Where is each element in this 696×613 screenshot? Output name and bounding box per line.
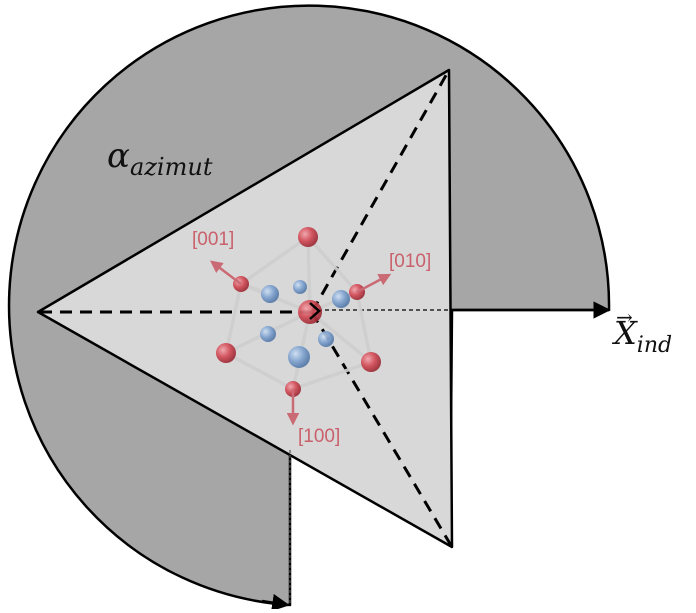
- axis-label: Xind: [611, 314, 672, 358]
- indenter-triangle: [36, 68, 454, 549]
- red-atoms: [216, 227, 381, 397]
- label-001: [001]: [192, 229, 234, 250]
- azimuth-label: αazimut: [107, 136, 213, 181]
- red-atom-center: [298, 300, 322, 324]
- azimuth-arc-arrow: [261, 593, 290, 612]
- dashed-edges: [38, 69, 454, 548]
- center-chevron: [309, 302, 321, 320]
- azimuth-subscript: azimut: [130, 153, 213, 181]
- red-atom: [361, 352, 381, 372]
- red-atom: [216, 343, 236, 363]
- blue-atom: [261, 285, 279, 303]
- label-010: [010]: [389, 251, 431, 272]
- direction-arrows: [210, 260, 392, 426]
- blue-atom: [260, 326, 276, 342]
- dashed-line-bottom: [310, 311, 454, 548]
- axis-symbol: X: [611, 314, 638, 352]
- red-atom: [298, 227, 318, 247]
- dashed-line-top: [310, 69, 451, 313]
- blue-atom: [332, 290, 350, 308]
- axis-arrow-accent: →: [616, 305, 633, 329]
- blue-atom: [288, 346, 310, 368]
- blue-atom: [318, 331, 334, 347]
- axis-subscript: ind: [637, 333, 672, 358]
- blue-atoms: [260, 280, 350, 368]
- arrow-010: [356, 273, 392, 294]
- arrow-001: [210, 260, 242, 285]
- crystal-lattice: [210, 227, 392, 426]
- label-100: [100]: [298, 426, 340, 447]
- blue-atom: [293, 280, 307, 294]
- azimuth-symbol: α: [107, 136, 130, 176]
